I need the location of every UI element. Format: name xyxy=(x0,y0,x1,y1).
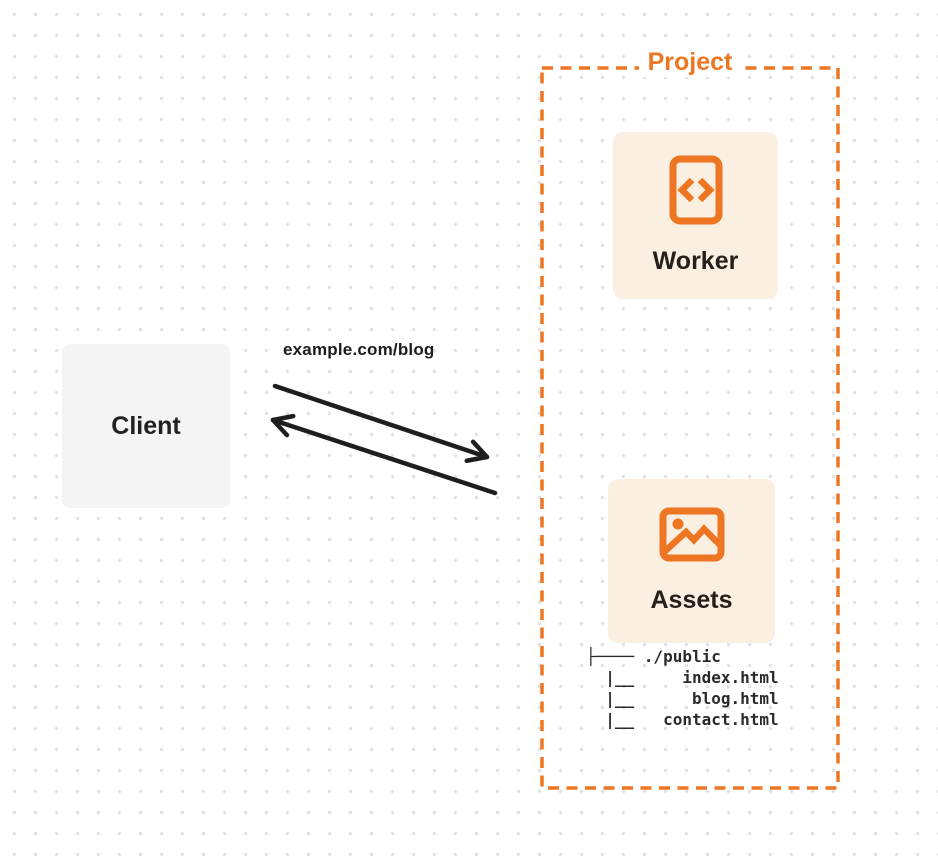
worker-node: Worker xyxy=(613,132,778,299)
request-url-label: example.com/blog xyxy=(283,340,435,359)
assets-node: Assets xyxy=(608,479,775,643)
tree-line-public: ├──── ./public xyxy=(586,647,721,666)
worker-label: Worker xyxy=(652,247,739,275)
client-label: Client xyxy=(111,411,181,440)
request-arrow xyxy=(272,383,490,464)
code-file-icon xyxy=(669,155,723,225)
image-icon xyxy=(659,507,725,562)
tree-line-blog: |__ blog.html xyxy=(586,689,779,708)
tree-line-index: |__ index.html xyxy=(586,668,779,687)
project-label-row: Project xyxy=(540,47,840,77)
tree-line-contact: |__ contact.html xyxy=(586,710,779,729)
response-arrow xyxy=(270,413,498,496)
request-response-arrows xyxy=(270,383,498,496)
assets-file-tree: ├──── ./public |__ index.html |__ blog.h… xyxy=(586,646,779,730)
assets-label: Assets xyxy=(650,586,733,614)
client-node: Client xyxy=(62,344,230,508)
project-label: Project xyxy=(638,47,742,77)
